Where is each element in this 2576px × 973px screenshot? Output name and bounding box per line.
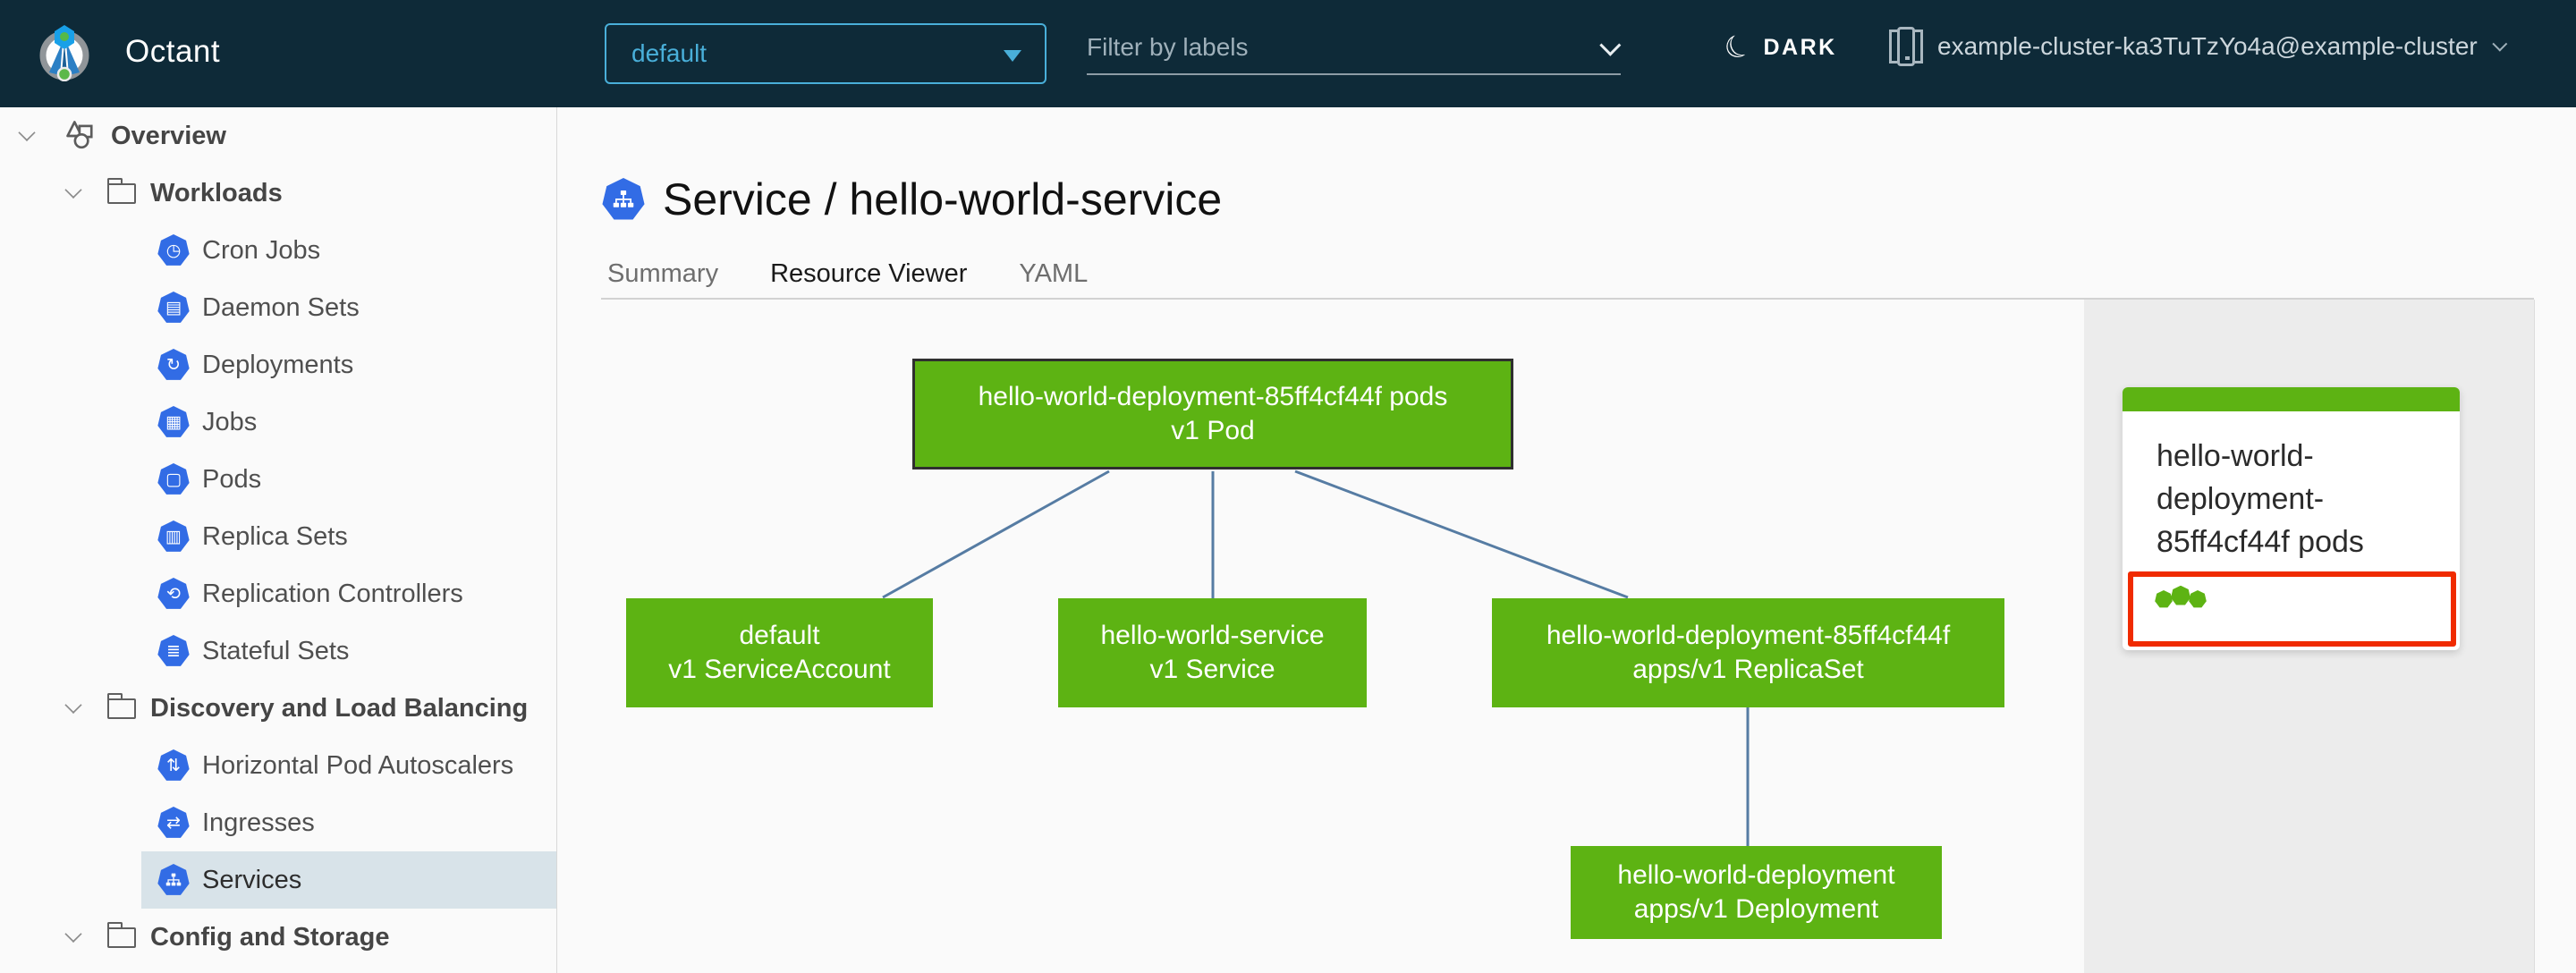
sidebar-item-stateful-sets[interactable]: ≣ Stateful Sets — [141, 622, 556, 680]
sidebar-item-label: Config and Storage — [150, 922, 390, 952]
graph-node-replica-set[interactable]: hello-world-deployment-85ff4cf44f apps/v… — [1492, 598, 2004, 707]
replication-controllers-icon: ⟲ — [157, 578, 190, 609]
sidebar-item-label: Jobs — [202, 407, 258, 436]
folder-icon — [106, 692, 136, 719]
graph-node-service[interactable]: hello-world-service v1 Service — [1058, 598, 1367, 707]
pod-ok-icon[interactable] — [2171, 585, 2190, 605]
graph-node-deployment[interactable]: hello-world-deployment apps/v1 Deploymen… — [1571, 846, 1942, 939]
main-content: Service / hello-world-service Summary Re… — [557, 107, 2576, 973]
card-status-bar — [2123, 387, 2460, 411]
sidebar-item-label: Cron Jobs — [202, 235, 321, 265]
sidebar-group-workloads[interactable]: Workloads — [0, 165, 556, 222]
daemon-sets-icon: ▤ — [157, 292, 190, 323]
pod-status-highlight[interactable] — [2128, 571, 2456, 647]
tab-bar: Summary Resource Viewer YAML — [607, 259, 1140, 326]
sidebar-item-label: Daemon Sets — [202, 292, 360, 322]
scrollbar-track[interactable] — [2534, 300, 2576, 973]
services-icon — [157, 864, 190, 895]
chevron-down-icon[interactable] — [1599, 34, 1622, 56]
sidebar-item-label: Horizontal Pod Autoscalers — [202, 750, 514, 780]
chevron-down-icon[interactable] — [64, 181, 82, 199]
cron-jobs-icon: ◷ — [157, 234, 190, 266]
tab-summary[interactable]: Summary — [607, 259, 719, 288]
sidebar-item-replication-controllers[interactable]: ⟲ Replication Controllers — [141, 565, 556, 622]
service-icon — [602, 178, 645, 220]
tab-resource-viewer[interactable]: Resource Viewer — [763, 259, 975, 326]
namespace-select[interactable]: default — [605, 23, 1046, 84]
page-title: Service / hello-world-service — [663, 174, 1223, 224]
sidebar-item-services[interactable]: Services — [141, 851, 556, 909]
chevron-down-icon[interactable] — [64, 696, 82, 715]
objects-icon — [66, 121, 93, 149]
hpa-icon: ⇅ — [157, 749, 190, 781]
sidebar-item-pods[interactable]: ▢ Pods — [141, 451, 556, 508]
tab-yaml[interactable]: YAML — [1019, 259, 1089, 288]
theme-toggle-button[interactable]: ☾ DARK — [1718, 26, 1837, 69]
octant-logo — [39, 25, 89, 81]
sidebar-item-label: Deployments — [202, 350, 354, 379]
sidebar: Overview Workloads ◷ Cron Jobs ▤ Daemon … — [0, 107, 557, 973]
sidebar-item-horizontal-pod-autoscalers[interactable]: ⇅ Horizontal Pod Autoscalers — [141, 737, 556, 794]
tab-divider — [601, 298, 2534, 300]
page-header: Service / hello-world-service — [602, 173, 1222, 225]
deployments-icon: ↻ — [157, 349, 190, 380]
dropdown-caret-icon — [1004, 50, 1021, 62]
sidebar-item-label: Workloads — [150, 178, 283, 207]
ingresses-icon: ⇄ — [157, 807, 190, 838]
sidebar-item-label: Pods — [202, 464, 262, 494]
sidebar-item-jobs[interactable]: ▦ Jobs — [141, 393, 556, 451]
pod-ok-icon[interactable] — [2155, 590, 2173, 608]
sidebar-item-label: Ingresses — [202, 808, 315, 837]
graph-edges — [882, 470, 1750, 846]
graph-node-pods[interactable]: hello-world-deployment-85ff4cf44f pods v… — [912, 359, 1513, 470]
chevron-down-icon — [2492, 36, 2508, 52]
sidebar-item-cron-jobs[interactable]: ◷ Cron Jobs — [141, 222, 556, 279]
filter-labels-input[interactable] — [1087, 33, 1600, 62]
folder-icon — [106, 921, 136, 948]
sidebar-group-config-and-storage[interactable]: Config and Storage — [0, 909, 556, 966]
sidebar-group-discovery-and-load-balancing[interactable]: Discovery and Load Balancing — [0, 680, 556, 737]
chevron-down-icon[interactable] — [18, 123, 36, 142]
pod-ok-icon[interactable] — [2189, 590, 2207, 608]
pods-icon: ▢ — [157, 463, 190, 495]
namespace-value: default — [631, 39, 708, 67]
sidebar-item-replica-sets[interactable]: ▥ Replica Sets — [141, 508, 556, 565]
moon-icon: ☾ — [1717, 26, 1758, 69]
cluster-name: example-cluster-ka3TuTzYo4a@example-clus… — [1937, 32, 2478, 60]
detail-panel: hello-world-deployment-85ff4cf44f pods — [2084, 300, 2534, 973]
cluster-icon — [1889, 27, 1923, 66]
sidebar-item-label: Services — [202, 865, 302, 894]
sidebar-item-label: Discovery and Load Balancing — [150, 693, 529, 723]
sidebar-item-label: Stateful Sets — [202, 636, 350, 665]
sidebar-item-daemon-sets[interactable]: ▤ Daemon Sets — [141, 279, 556, 336]
jobs-icon: ▦ — [157, 406, 190, 437]
sidebar-item-deployments[interactable]: ↻ Deployments — [141, 336, 556, 393]
replica-sets-icon: ▥ — [157, 520, 190, 552]
sidebar-item-label: Overview — [111, 121, 226, 150]
sidebar-item-label: Replica Sets — [202, 521, 348, 551]
sidebar-item-overview[interactable]: Overview — [0, 107, 556, 165]
resource-graph[interactable]: hello-world-deployment-85ff4cf44f pods v… — [557, 300, 2084, 973]
chevron-down-icon[interactable] — [64, 925, 82, 943]
sidebar-item-ingresses[interactable]: ⇄ Ingresses — [141, 794, 556, 851]
stateful-sets-icon: ≣ — [157, 635, 190, 666]
card-title: hello-world-deployment-85ff4cf44f pods — [2157, 439, 2364, 559]
label-filter[interactable] — [1087, 21, 1622, 75]
pod-detail-card[interactable]: hello-world-deployment-85ff4cf44f pods — [2123, 387, 2460, 650]
app-title: Octant — [125, 34, 221, 69]
cluster-selector[interactable]: example-cluster-ka3TuTzYo4a@example-clus… — [1889, 27, 2508, 66]
folder-icon — [106, 177, 136, 204]
graph-node-service-account[interactable]: default v1 ServiceAccount — [626, 598, 933, 707]
app-header: Octant default ☾ DARK example-cluster-ka… — [0, 0, 2576, 107]
sidebar-item-label: Replication Controllers — [202, 579, 463, 608]
theme-toggle-label: DARK — [1763, 34, 1837, 60]
